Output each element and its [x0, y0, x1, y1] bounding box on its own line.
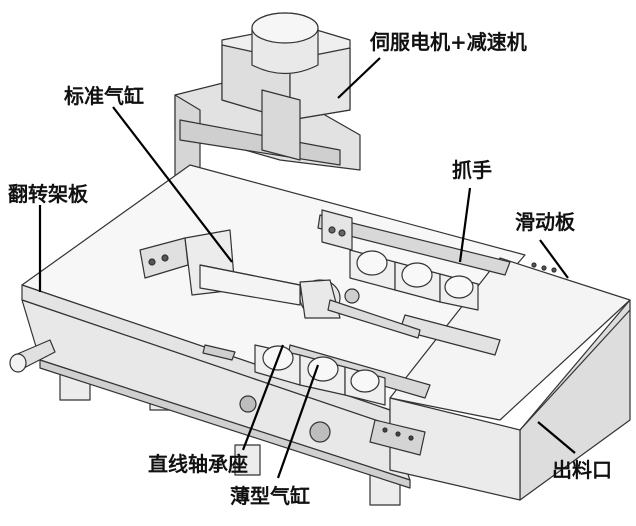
thin-cylinder-assembly — [254, 344, 426, 456]
slide-plate — [389, 257, 631, 501]
label-thin-cylinder: 薄型气缸 — [230, 484, 310, 508]
label-servo-motor: 伺服电机+减速机 — [370, 30, 527, 54]
servo-motor — [221, 12, 351, 161]
label-flip-frame-plate: 翻转架板 — [8, 182, 88, 206]
label-slide-plate: 滑动板 — [515, 210, 575, 234]
label-outlet: 出料口 — [552, 458, 612, 482]
label-linear-bearing-seat: 直线轴承座 — [148, 452, 248, 476]
gripper-bearings-upper — [349, 249, 479, 311]
gripper-bracket — [321, 209, 353, 251]
drive-shaft — [9, 339, 56, 373]
leader-lines — [38, 57, 576, 479]
label-standard-cylinder: 标准气缸 — [64, 84, 144, 108]
label-gripper: 抓手 — [452, 158, 492, 182]
standard-cylinder — [139, 229, 421, 339]
